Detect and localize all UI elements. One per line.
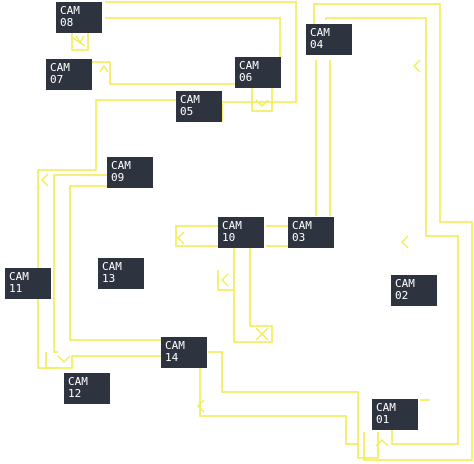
cam-04-number: 04: [310, 38, 324, 51]
vent-path-right-outer: [313, 3, 473, 461]
cam-10-label: CAM: [222, 219, 242, 232]
chevron-marker: [99, 64, 109, 73]
cam-06-number: 06: [239, 71, 253, 84]
cam-05-number: 05: [180, 105, 194, 118]
cam-10-button[interactable]: CAM 10: [218, 217, 264, 248]
cam-10-number: 10: [222, 231, 236, 244]
cam-02-number: 02: [395, 289, 409, 302]
cam-06-label: CAM: [239, 59, 259, 72]
cam-12-button[interactable]: CAM 12: [64, 373, 110, 404]
vent-path-left-lower: [69, 185, 162, 341]
chevron-marker: [57, 355, 71, 363]
vent-path-cam08-drop: [71, 32, 89, 51]
chevron-marker: [401, 235, 409, 249]
cam-11-label: CAM: [9, 270, 29, 283]
cam-14-number: 14: [165, 351, 179, 364]
vent-path-mid-side: [217, 270, 234, 291]
vent-path-left-trunk: [37, 99, 176, 369]
cam-08-label: CAM: [60, 4, 80, 17]
vent-path-left-inner: [53, 174, 108, 353]
vent-path-cam07-06: [92, 61, 236, 85]
cam-08-number: 08: [60, 16, 74, 29]
vent-path-cam06-drop: [251, 88, 273, 112]
cam-09-label: CAM: [111, 159, 131, 172]
cam-13-button[interactable]: CAM 13: [98, 258, 144, 289]
cross-marker: [255, 327, 269, 341]
cam-08-button[interactable]: CAM 08: [56, 2, 102, 33]
cam-11-button[interactable]: CAM 11: [5, 268, 51, 299]
chevron-marker: [197, 399, 205, 413]
cam-09-number: 09: [111, 171, 125, 184]
cam-01-button[interactable]: CAM 01: [372, 399, 418, 430]
cross-marker: [72, 37, 86, 47]
vent-path-left-bottom: [45, 352, 162, 369]
cam-04-button[interactable]: CAM 04: [306, 24, 352, 55]
chevron-marker: [255, 99, 269, 107]
cam-02-button[interactable]: CAM 02: [391, 275, 437, 306]
chevron-marker: [41, 173, 49, 187]
cam-14-label: CAM: [165, 339, 185, 352]
cam-02-label: CAM: [395, 277, 415, 290]
vent-path-cam14-lower: [199, 368, 358, 445]
chevron-marker: [375, 439, 389, 447]
cam-09-button[interactable]: CAM 09: [107, 157, 153, 188]
cam-12-label: CAM: [68, 375, 88, 388]
vent-path-mid-down: [233, 248, 273, 343]
cam-13-label: CAM: [102, 260, 122, 273]
chevron-marker: [177, 231, 185, 245]
cam-13-number: 13: [102, 272, 116, 285]
vent-path-cam14-to-01: [208, 351, 379, 459]
chevron-marker: [221, 273, 229, 287]
cam-12-number: 12: [68, 387, 82, 400]
vent-path-top-inner: [105, 17, 281, 58]
cam-03-number: 03: [292, 231, 306, 244]
cam-07-button[interactable]: CAM 07: [46, 59, 92, 90]
cam-07-number: 07: [50, 73, 64, 86]
vent-path-mid-left: [175, 225, 218, 247]
cam-01-label: CAM: [376, 401, 396, 414]
cam-03-label: CAM: [292, 219, 312, 232]
cam-04-label: CAM: [310, 26, 330, 39]
vent-path-right-inner: [325, 17, 459, 445]
cam-14-button[interactable]: CAM 14: [161, 337, 207, 368]
cam-07-label: CAM: [50, 61, 70, 74]
vent-path-top-loop: [105, 1, 297, 121]
chevron-marker: [413, 59, 421, 73]
cam-03-button[interactable]: CAM 03: [288, 217, 334, 248]
cam-05-button[interactable]: CAM 05: [176, 91, 222, 122]
cam-06-button[interactable]: CAM 06: [235, 57, 281, 88]
cam-05-label: CAM: [180, 93, 200, 106]
cam-11-number: 11: [9, 282, 23, 295]
cam-01-number: 01: [376, 413, 390, 426]
